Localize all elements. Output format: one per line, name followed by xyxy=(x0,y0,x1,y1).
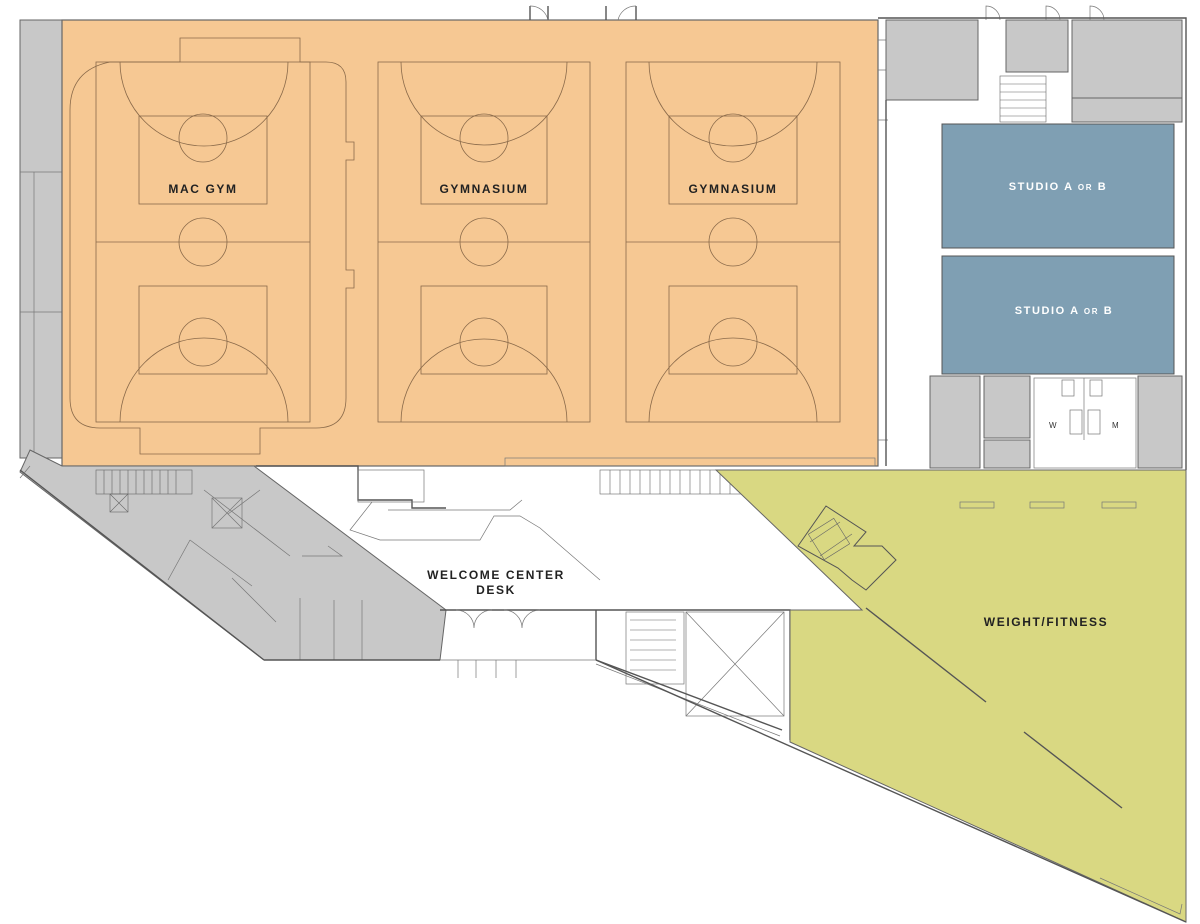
restroom-men-label: M xyxy=(1112,421,1119,430)
gymnasium-block xyxy=(61,5,888,467)
restrooms: W M xyxy=(1033,377,1137,469)
east-stair xyxy=(999,75,1047,123)
gymnasium-center-label: GYMNASIUM xyxy=(439,182,528,196)
welcome-center-label-line1: WELCOME CENTER xyxy=(427,568,565,582)
welcome-center-lobby: WELCOME CENTER DESK xyxy=(256,465,743,678)
gymnasium-right-label: GYMNASIUM xyxy=(688,182,777,196)
studio-upper-label: STUDIO A OR B xyxy=(1009,181,1108,193)
gym-floor-area xyxy=(61,19,879,467)
restroom-women-label: W xyxy=(1049,421,1057,430)
south-wall xyxy=(19,465,1187,923)
admin-wing xyxy=(19,449,447,661)
fitness-stair xyxy=(797,505,897,591)
weight-fitness-area: WEIGHT/FITNESS xyxy=(714,469,1187,923)
weight-fitness-floor xyxy=(714,469,1187,923)
left-service-corridor xyxy=(19,19,63,459)
studio-lower xyxy=(941,255,1175,375)
weight-fitness-label: WEIGHT/FITNESS xyxy=(984,615,1108,629)
gymnasium-right-court: GYMNASIUM xyxy=(625,61,841,423)
welcome-center-label-line2: DESK xyxy=(476,583,516,597)
gymnasium-center-court: GYMNASIUM xyxy=(377,61,591,423)
right-wing: STUDIO A OR B STUDIO A OR B W M xyxy=(878,5,1187,470)
mac-gym-label: MAC GYM xyxy=(168,182,237,196)
west-stair xyxy=(95,469,193,513)
central-stair-atrium xyxy=(595,609,791,740)
mac-gym-court: MAC GYM xyxy=(69,37,355,455)
studio-lower-label: STUDIO A OR B xyxy=(1015,305,1114,317)
studio-upper xyxy=(941,123,1175,249)
